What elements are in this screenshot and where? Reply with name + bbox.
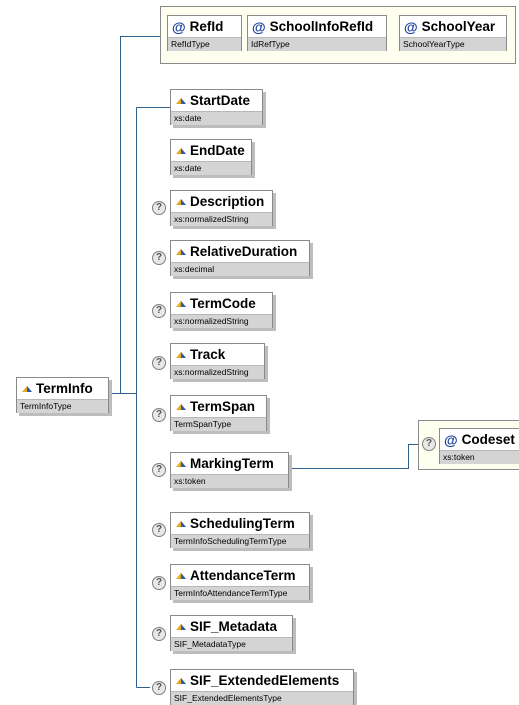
element-track[interactable]: Track xs:normalizedString [170, 343, 265, 379]
at-icon: @ [404, 18, 418, 35]
element-icon [175, 300, 187, 308]
attributes-group: @ RefId RefIdType @ SchoolInfoRefId IdRe… [160, 6, 516, 64]
optional-icon: ? [152, 251, 166, 265]
attribute-codeset[interactable]: @ Codeset xs:token [439, 428, 519, 464]
markingterm-attributes-group: ? @ Codeset xs:token [418, 420, 519, 470]
attribute-refid[interactable]: @ RefId RefIdType [167, 15, 242, 51]
optional-icon: ? [152, 356, 166, 370]
element-icon [21, 385, 33, 393]
element-termcode[interactable]: TermCode xs:normalizedString [170, 292, 273, 328]
at-icon: @ [252, 18, 266, 35]
optional-icon: ? [422, 437, 436, 451]
at-icon: @ [172, 18, 186, 35]
element-description[interactable]: Description xs:normalizedString [170, 190, 273, 226]
element-sif-extendedelements[interactable]: SIF_ExtendedElements SIF_ExtendedElement… [170, 669, 354, 705]
attribute-schoolinforefid[interactable]: @ SchoolInfoRefId IdRefType [247, 15, 387, 51]
optional-icon: ? [152, 627, 166, 641]
attribute-schoolyear[interactable]: @ SchoolYear SchoolYearType [399, 15, 507, 51]
element-markingterm[interactable]: MarkingTerm xs:token [170, 452, 289, 488]
optional-icon: ? [152, 576, 166, 590]
element-icon [175, 248, 187, 256]
element-icon [175, 572, 187, 580]
element-startdate[interactable]: StartDate xs:date [170, 89, 263, 125]
element-icon [175, 623, 187, 631]
optional-icon: ? [152, 463, 166, 477]
element-icon [175, 97, 187, 105]
element-schedulingterm[interactable]: SchedulingTerm TermInfoSchedulingTermTyp… [170, 512, 310, 548]
element-sif-metadata[interactable]: SIF_Metadata SIF_MetadataType [170, 615, 293, 651]
element-enddate[interactable]: EndDate xs:date [170, 139, 252, 175]
element-icon [175, 677, 187, 685]
element-icon [175, 403, 187, 411]
optional-icon: ? [152, 304, 166, 318]
element-icon [175, 147, 187, 155]
element-icon [175, 460, 187, 468]
root-element-terminfo[interactable]: TermInfo TermInfoType [16, 377, 109, 413]
optional-icon: ? [152, 408, 166, 422]
element-icon [175, 520, 187, 528]
optional-icon: ? [152, 523, 166, 537]
root-type: TermInfoType [17, 399, 108, 413]
optional-icon: ? [152, 201, 166, 215]
element-icon [175, 198, 187, 206]
element-attendanceterm[interactable]: AttendanceTerm TermInfoAttendanceTermTyp… [170, 564, 310, 600]
optional-icon: ? [152, 681, 166, 695]
at-icon: @ [444, 431, 458, 448]
element-termspan[interactable]: TermSpan TermSpanType [170, 395, 267, 431]
element-relativeduration[interactable]: RelativeDuration xs:decimal [170, 240, 310, 276]
root-name: TermInfo [36, 381, 93, 396]
element-icon [175, 351, 187, 359]
